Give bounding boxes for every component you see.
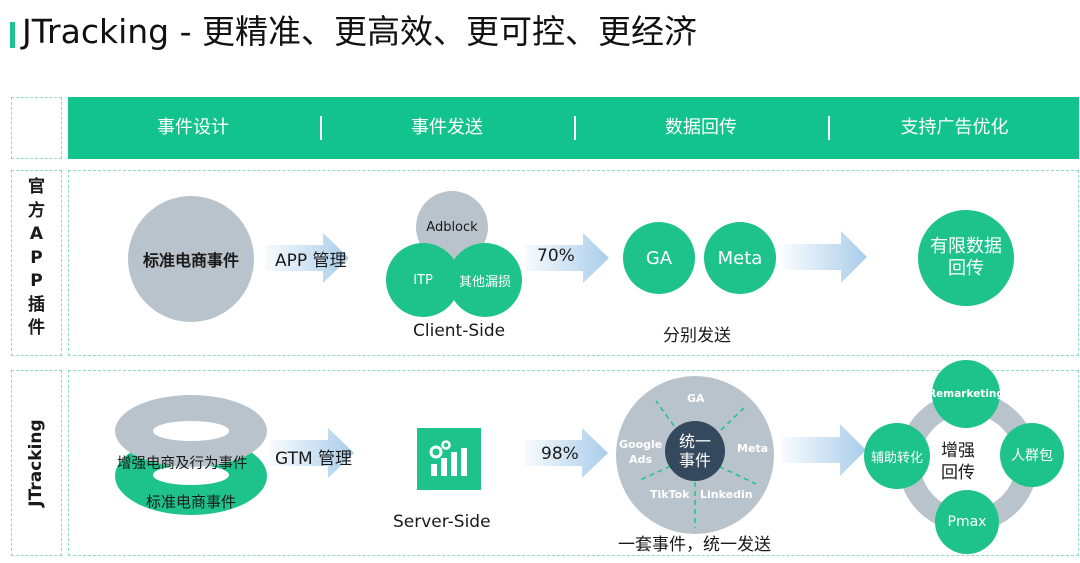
- limited-data-return-circle: 有限数据 回传: [918, 210, 1014, 306]
- header-col-event-design: 事件设计: [157, 117, 229, 138]
- row2-label-frame: [11, 370, 62, 556]
- server-side-rate-label: 98%: [541, 444, 579, 464]
- client-side-rate-label: 70%: [537, 246, 575, 266]
- enhanced-return-label: 增强回传: [941, 441, 975, 483]
- platform-tiktok: TikTok: [650, 488, 690, 501]
- row1-label-frame: [11, 170, 62, 356]
- row2-frame: [68, 370, 1079, 556]
- platform-meta: Meta: [737, 442, 769, 455]
- title-accent-bar: [10, 22, 15, 48]
- unified-event-circle: 统一事件: [665, 421, 725, 481]
- header-bar: 事件设计 事件发送 数据回传 支持广告优化: [68, 97, 1079, 159]
- platform-linkedin: Linkedin: [700, 488, 753, 501]
- enhanced-events-label: 增强电商及行为事件: [117, 456, 248, 472]
- header-divider: [320, 116, 322, 140]
- event-rings: [113, 395, 269, 520]
- ring-bottom-hole: [153, 465, 229, 485]
- row2-label: JTracking: [26, 419, 46, 507]
- arrow-icon: [782, 424, 866, 476]
- row1-frame: [68, 170, 1079, 356]
- arrow-icon: [270, 428, 354, 478]
- ga-circle: GA: [623, 222, 695, 294]
- arrow-icon: [524, 428, 608, 478]
- standard-ecommerce-event-circle: 标准电商事件: [128, 196, 254, 322]
- one-set-events-label: 一套事件，统一发送: [618, 535, 771, 555]
- header-divider: [574, 116, 576, 140]
- ring-top-hole: [153, 421, 229, 441]
- server-side-icon: [417, 428, 481, 490]
- separate-send-label: 分别发送: [663, 326, 731, 346]
- client-side-label: Client-Side: [413, 321, 506, 341]
- header-col-data-return: 数据回传: [665, 117, 737, 138]
- gtm-management-label: GTM 管理: [275, 449, 353, 469]
- header-col-event-send: 事件发送: [411, 117, 483, 138]
- server-side-label: Server-Side: [393, 512, 491, 532]
- header-divider: [828, 116, 830, 140]
- arrow-icon: [525, 233, 609, 283]
- header-col-ad-optimization: 支持广告优化: [900, 117, 1009, 138]
- audience-pack-circle: 人群包: [1000, 423, 1064, 487]
- pmax-circle: Pmax: [935, 490, 999, 554]
- app-management-label: APP 管理: [275, 251, 347, 271]
- standard-events-label: 标准电商事件: [146, 493, 237, 511]
- corner-frame: [11, 97, 62, 159]
- page-title: JTracking - 更精准、更高效、更可控、更经济: [22, 12, 698, 51]
- platform-ga: GA: [687, 392, 705, 405]
- itp-circle: ITP: [386, 243, 460, 317]
- remarketing-circle: Remarketing: [928, 360, 1004, 428]
- assisted-conversion-circle: 辅助转化: [864, 423, 930, 489]
- other-leakage-circle: 其他漏损: [448, 243, 522, 317]
- arrow-icon: [265, 233, 349, 283]
- arrow-icon: [783, 231, 867, 283]
- meta-circle: Meta: [704, 222, 776, 294]
